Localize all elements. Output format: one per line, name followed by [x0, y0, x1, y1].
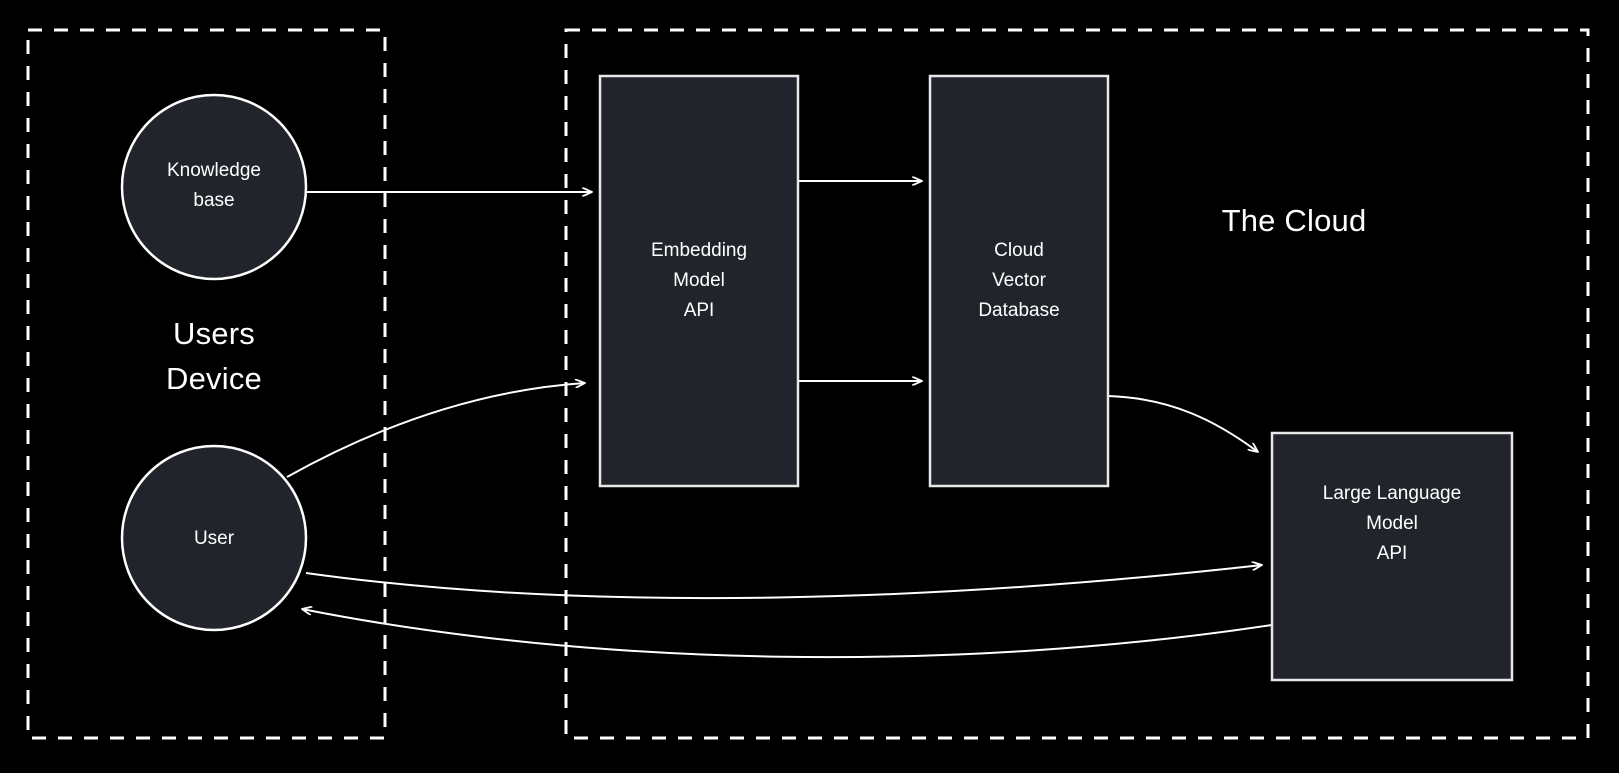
zone-users-device-boundary — [26, 28, 387, 740]
node-knowledge-base[interactable] — [120, 93, 308, 281]
edge-user-to-embedding — [286, 383, 585, 478]
node-cloud-vector-database[interactable] — [928, 74, 1110, 488]
zone-label-the-cloud: The Cloud — [1221, 203, 1367, 238]
node-large-language-model-api[interactable] — [1270, 431, 1514, 682]
node-user[interactable] — [120, 444, 308, 632]
zone-label-users-device: Users Device — [166, 316, 262, 396]
edge-vectordb-to-llm — [1107, 395, 1258, 452]
node-embedding-model-api[interactable] — [598, 74, 800, 488]
edge-llm-to-user — [302, 609, 1273, 659]
edge-user-to-llm — [305, 565, 1262, 600]
